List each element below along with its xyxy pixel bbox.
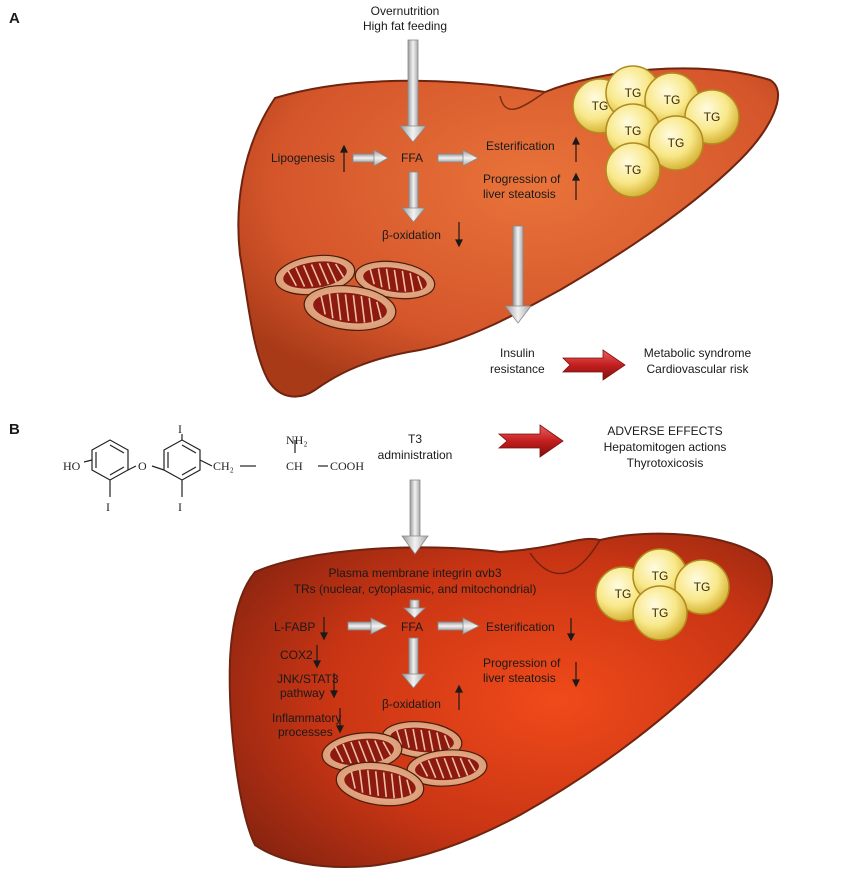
label-trs: TRs (nuclear, cytoplasmic, and mitochond… <box>293 582 537 596</box>
tg-droplet: TG <box>648 115 704 171</box>
label-progression-a2: liver steatosis <box>483 187 556 201</box>
label-jnk-stat3: JNK/STAT3 <box>277 672 339 686</box>
label-resistance: resistance <box>490 362 545 376</box>
label-lfabp: L-FABP <box>274 620 316 634</box>
arrow-b-ffa-esterification <box>437 617 480 635</box>
label-esterification-a: Esterification <box>486 139 555 153</box>
svg-text:O: O <box>138 459 147 473</box>
arrow-a-top-down <box>399 39 427 143</box>
label-progression-b1: Progression of <box>483 656 561 670</box>
label-high-fat-feeding: High fat feeding <box>362 19 448 33</box>
arrow-a-ffa-betaox <box>401 171 426 223</box>
svg-text:I: I <box>178 500 182 514</box>
label-hepatomitogen: Hepatomitogen actions <box>603 440 727 454</box>
red-arrow-a <box>562 349 626 381</box>
svg-text:TG: TG <box>668 136 685 150</box>
tg-droplet: TG <box>605 142 661 198</box>
label-adverse-effects: ADVERSE EFFECTS <box>607 424 723 438</box>
label-beta-oxidation-a: β-oxidation <box>382 228 441 242</box>
svg-text:NH₂: NH₂ <box>286 433 308 447</box>
svg-text:TG: TG <box>625 86 642 100</box>
arrow-b-ffa-betaox <box>401 637 426 689</box>
svg-text:TG: TG <box>694 580 711 594</box>
label-esterification-b: Esterification <box>486 620 555 634</box>
tg-cluster-b: TG TG TG TG <box>595 548 730 641</box>
arrow-a-lipogenesis-ffa <box>352 149 389 167</box>
label-lipogenesis: Lipogenesis <box>271 151 336 165</box>
label-overnutrition: Overnutrition <box>370 4 440 18</box>
svg-text:TG: TG <box>625 124 642 138</box>
svg-text:HO: HO <box>63 459 81 473</box>
label-ffa-a: FFA <box>401 151 424 165</box>
svg-text:TG: TG <box>652 569 669 583</box>
svg-text:TG: TG <box>592 99 609 113</box>
arrow-a-ffa-esterification <box>437 149 479 167</box>
svg-text:I: I <box>106 500 110 514</box>
label-progression-a1: Progression of <box>483 172 561 186</box>
panel-a-letter: A <box>9 10 20 27</box>
label-cardiovascular-risk: Cardiovascular risk <box>646 362 749 376</box>
svg-text:TG: TG <box>625 163 642 177</box>
svg-text:TG: TG <box>615 587 632 601</box>
label-inflammatory: Inflammatory <box>272 711 342 725</box>
panel-b-letter: B <box>9 421 20 438</box>
updown-arrows-a <box>340 136 580 248</box>
label-beta-oxidation-b: β-oxidation <box>382 697 441 711</box>
svg-text:TG: TG <box>704 110 721 124</box>
t3-structure-labels: HO O I I I CH₂ NH₂ CH COOH <box>63 422 364 514</box>
label-integrin: Plasma membrane integrin αvb3 <box>328 566 502 580</box>
label-cox2: COX2 <box>280 648 313 662</box>
label-t3: T3 <box>407 432 422 446</box>
arrow-b-trs-ffa <box>403 599 426 619</box>
tg-droplet: TG <box>632 585 688 641</box>
label-ffa-b: FFA <box>401 620 424 634</box>
svg-text:TG: TG <box>652 606 669 620</box>
label-processes: processes <box>278 725 333 739</box>
svg-text:CH: CH <box>286 459 303 473</box>
label-thyrotoxicosis: Thyrotoxicosis <box>626 456 704 470</box>
svg-text:I: I <box>178 422 182 436</box>
label-pathway: pathway <box>280 686 325 700</box>
label-progression-b2: liver steatosis <box>483 671 556 685</box>
mitochondria-a <box>274 254 436 332</box>
arrow-b-t3-down <box>401 479 429 555</box>
label-insulin: Insulin <box>500 346 535 360</box>
svg-text:COOH: COOH <box>330 459 364 473</box>
svg-text:TG: TG <box>664 93 681 107</box>
label-t3-administration: administration <box>377 448 453 462</box>
tg-droplet: TG <box>674 559 730 615</box>
tg-cluster-a: TG TG TG TG TG TG TG <box>572 65 740 198</box>
t3-structure <box>83 434 328 497</box>
arrow-b-left-ffa <box>347 617 388 635</box>
red-arrow-b <box>497 424 564 458</box>
label-metabolic-syndrome: Metabolic syndrome <box>643 346 752 360</box>
mitochondria-b <box>321 721 488 807</box>
svg-text:CH₂: CH₂ <box>213 459 234 473</box>
updown-arrows-b <box>313 617 580 734</box>
arrow-a-insulin <box>504 225 532 324</box>
tg-droplet: TG <box>605 103 661 159</box>
